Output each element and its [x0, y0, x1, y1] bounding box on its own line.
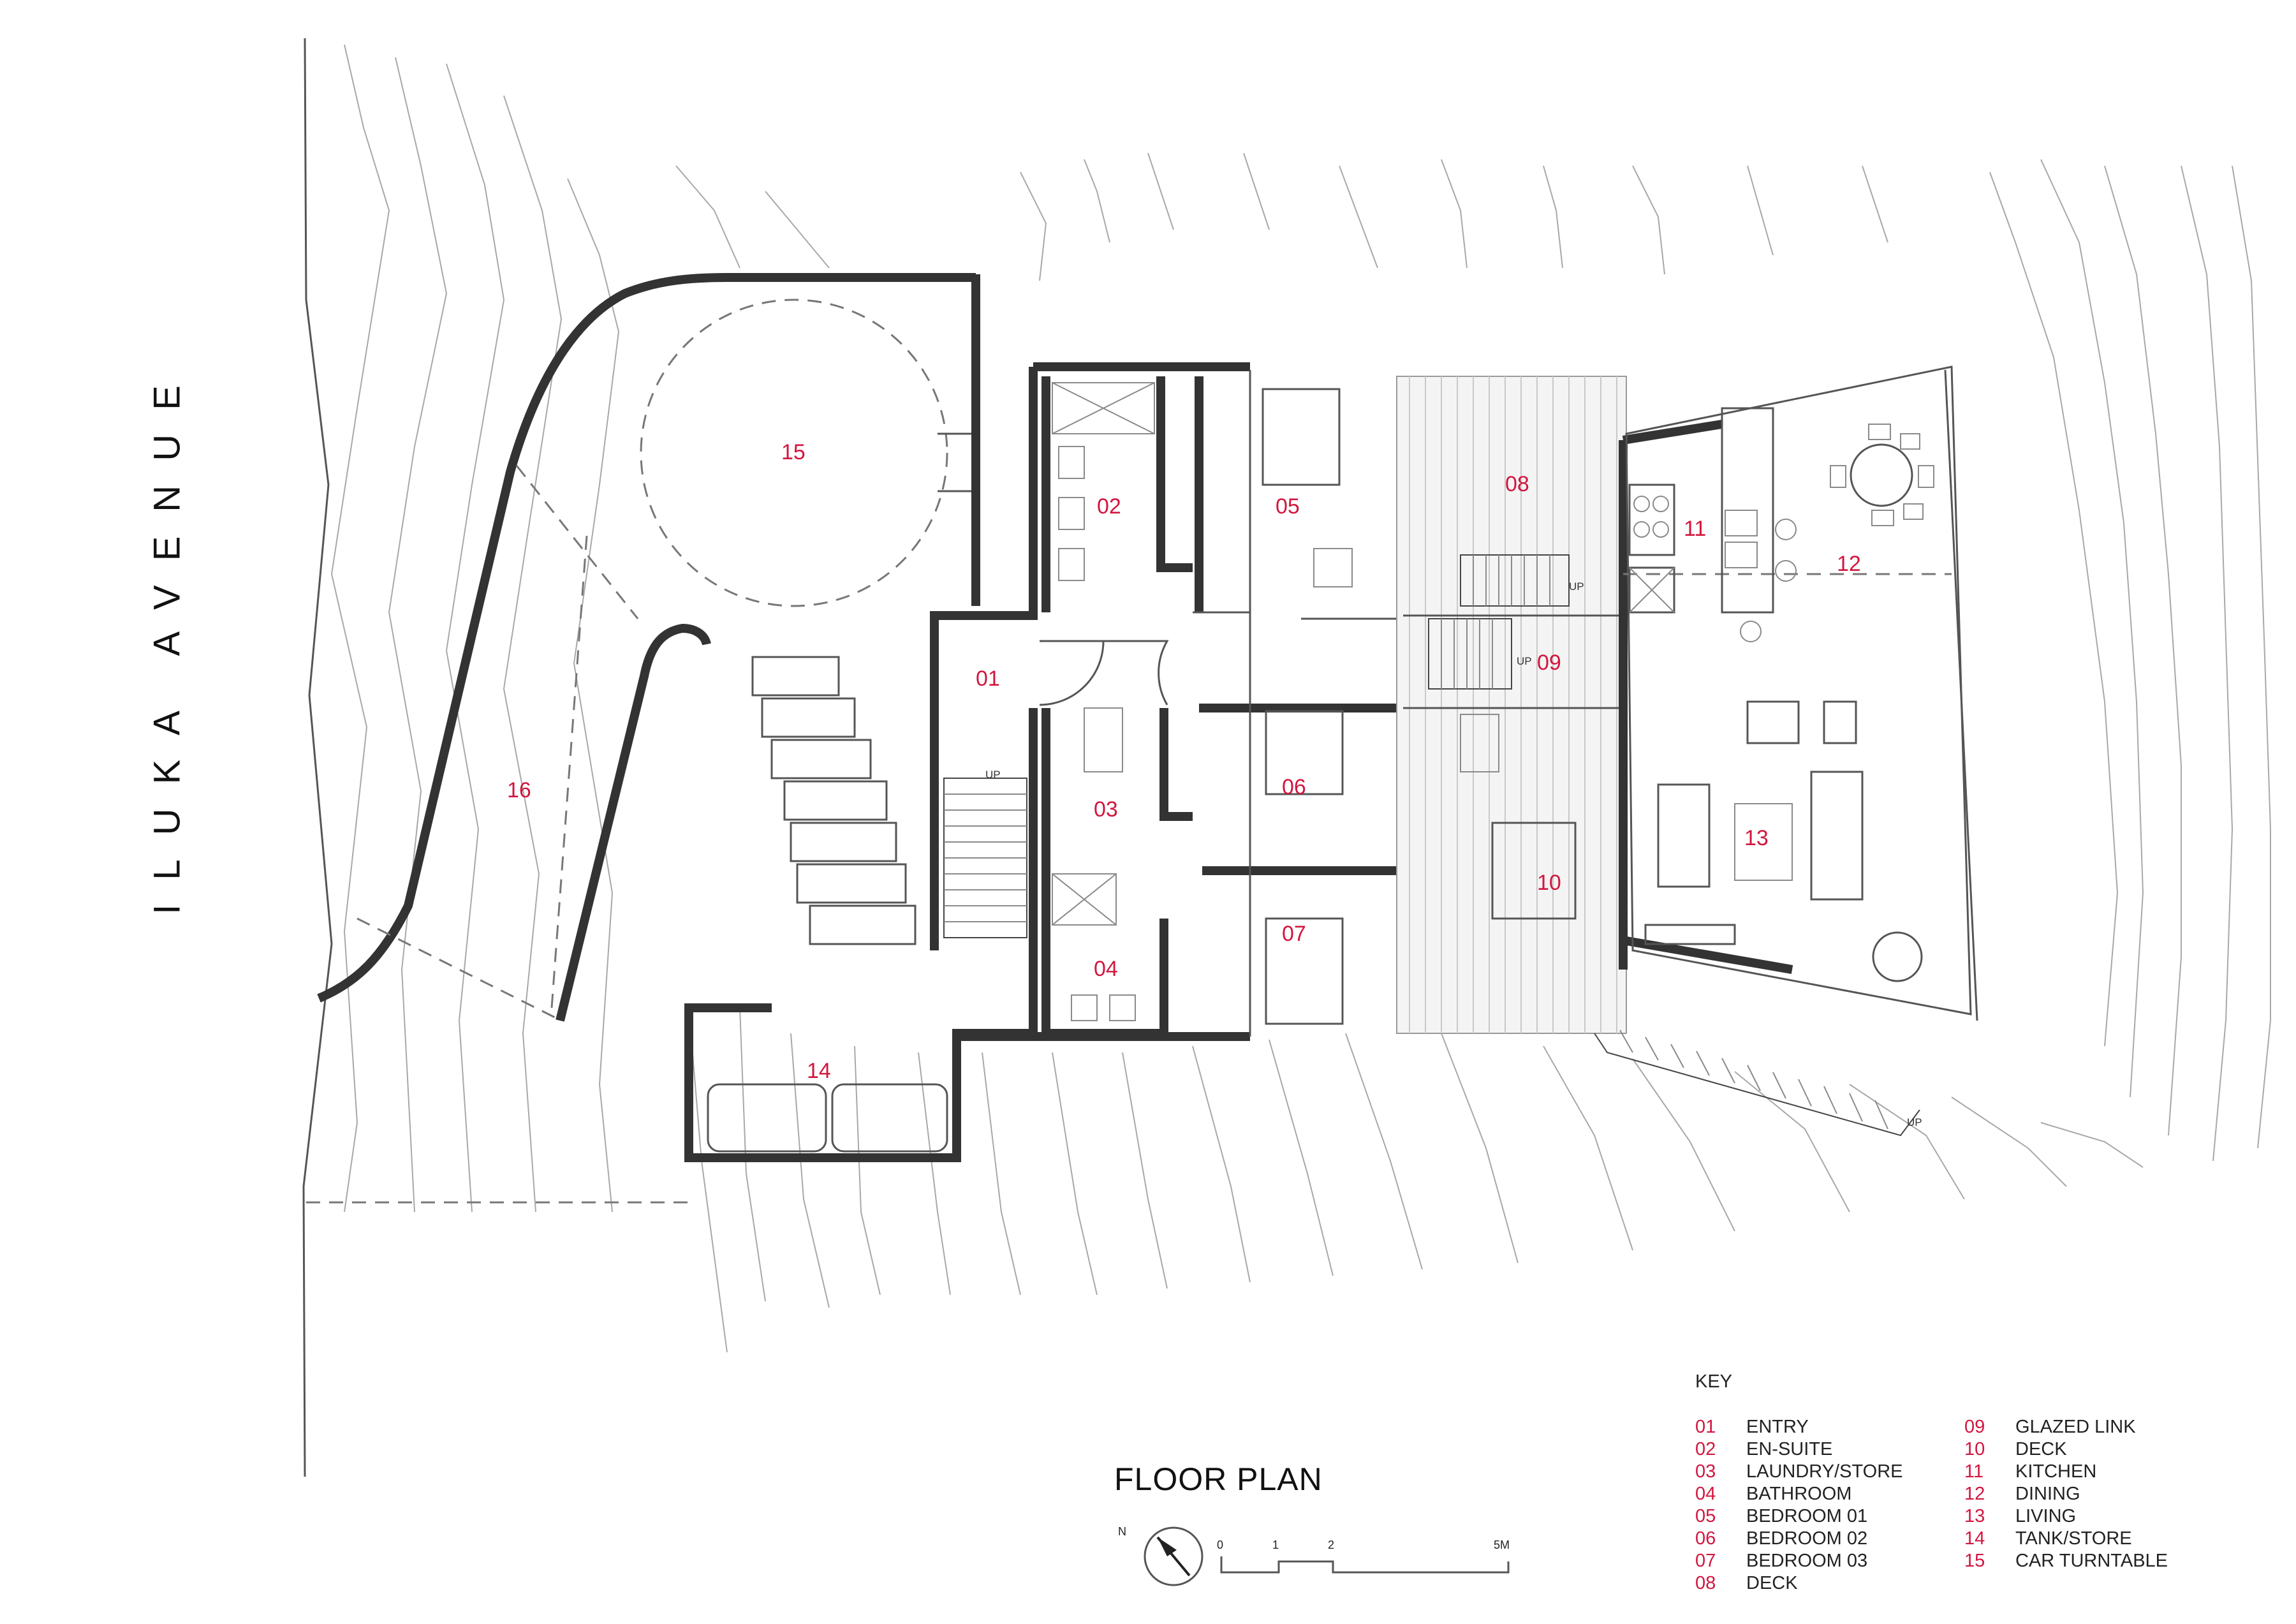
- room-10-label: 10: [1537, 871, 1561, 895]
- room-09-label: 09: [1537, 651, 1561, 675]
- sink: [1746, 700, 1800, 744]
- kitchen-island: [1721, 407, 1774, 614]
- street-name-label: ILUKA AVENUE: [146, 361, 188, 915]
- up-label-exterior: UP: [1907, 1116, 1922, 1128]
- room-12-label: 12: [1837, 552, 1861, 576]
- outdoor-table: [1491, 822, 1577, 920]
- drawing-title: FLOOR PLAN: [1114, 1461, 1323, 1497]
- room-03-label: 03: [1094, 797, 1118, 822]
- room-14-label: 14: [807, 1059, 831, 1083]
- sofa-left: [1657, 783, 1711, 888]
- bed-03: [1265, 917, 1344, 1025]
- driveway-outer-wall: [317, 273, 976, 1003]
- contour-lines: [330, 44, 2271, 1353]
- car-turntable: [640, 299, 948, 607]
- scale-bar: [1220, 1556, 1510, 1574]
- bathroom-shower: [1052, 873, 1117, 926]
- room-11-label: 11: [1684, 517, 1706, 541]
- room-07-label: 07: [1282, 922, 1306, 946]
- room-08-label: 08: [1505, 472, 1529, 496]
- scale-tick-0: 0: [1217, 1539, 1224, 1551]
- bed-01: [1262, 388, 1341, 486]
- north-label: N: [1118, 1525, 1126, 1538]
- room-06-label: 06: [1282, 775, 1306, 799]
- room-15-label: 15: [781, 440, 806, 464]
- tank-2: [831, 1083, 948, 1153]
- cooktop: [1628, 484, 1675, 556]
- scale-tick-1: 1: [1272, 1539, 1279, 1551]
- entry-wall: [930, 367, 1038, 950]
- ensuite-shower: [1052, 382, 1155, 434]
- tank-1: [707, 1083, 827, 1153]
- scale-tick-2: 2: [1328, 1539, 1335, 1551]
- entry-stairs: [943, 778, 1027, 938]
- exterior-stairs: [1594, 1030, 1920, 1137]
- sofa-right: [1810, 771, 1864, 901]
- pavilion-floor: [1625, 365, 1972, 1015]
- room-16-label: 16: [507, 778, 531, 802]
- link-stairs: [1428, 618, 1512, 690]
- tank-store-wall: [684, 708, 1038, 1162]
- driveway-inner-wall: [556, 623, 711, 1022]
- bed-02: [1265, 710, 1344, 795]
- deck-stairs: [1460, 554, 1570, 607]
- scale-tick-5: 5M: [1494, 1539, 1510, 1551]
- street-boundary-line: [302, 38, 333, 1477]
- room-01-label: 01: [976, 667, 1000, 691]
- legend-title: KEY: [1695, 1371, 1733, 1392]
- room-05-label: 05: [1276, 494, 1300, 519]
- room-02-label: 02: [1097, 494, 1121, 519]
- room-04-label: 04: [1094, 957, 1118, 981]
- deck-boards: [1396, 376, 1627, 1034]
- up-label-link: UP: [1517, 655, 1532, 667]
- up-label-entry: UP: [985, 769, 1001, 781]
- room-13-label: 13: [1744, 826, 1769, 850]
- coffee-table: [1734, 803, 1793, 881]
- dining-table: [1850, 443, 1913, 507]
- north-arrow-icon: [1144, 1526, 1203, 1586]
- landscape-steps: [751, 656, 916, 945]
- up-label-deck: UP: [1569, 580, 1584, 593]
